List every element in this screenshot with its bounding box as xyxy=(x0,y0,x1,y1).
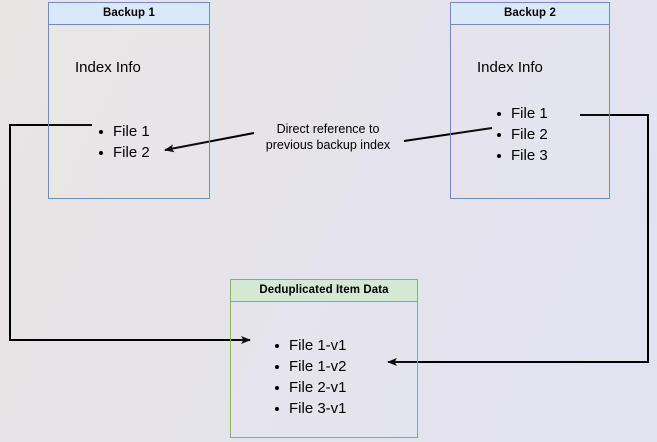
backup-2-box[interactable]: Backup 2 Index Info File 1 File 2 File 3 xyxy=(450,2,610,199)
deduplicated-item-data-body: File 1-v1 File 1-v2 File 2-v1 File 3-v1 xyxy=(231,302,417,437)
list-item: File 2 xyxy=(495,124,548,145)
backup-1-file-list: File 1 File 2 xyxy=(97,121,150,163)
deduplicated-item-data-header: Deduplicated Item Data xyxy=(231,280,417,302)
backup-2-file-list: File 1 File 2 File 3 xyxy=(495,103,548,166)
backup-2-header: Backup 2 xyxy=(451,3,609,25)
backup-1-header: Backup 1 xyxy=(49,3,209,25)
backup-1-index-label: Index Info xyxy=(75,59,141,76)
list-item: File 1-v1 xyxy=(273,335,347,356)
backup-2-index-label: Index Info xyxy=(477,59,543,76)
direct-reference-label: Direct reference to previous backup inde… xyxy=(265,122,391,152)
backup-1-body: Index Info File 1 File 2 xyxy=(49,25,209,198)
backup-2-body: Index Info File 1 File 2 File 3 xyxy=(451,25,609,198)
list-item: File 3 xyxy=(495,145,548,166)
deduplicated-item-data-box[interactable]: Deduplicated Item Data File 1-v1 File 1-… xyxy=(230,279,418,438)
list-item: File 2-v1 xyxy=(273,377,347,398)
list-item: File 1 xyxy=(495,103,548,124)
list-item: File 1-v2 xyxy=(273,356,347,377)
list-item: File 1 xyxy=(97,121,150,142)
list-item: File 2 xyxy=(97,142,150,163)
deduplicated-item-list: File 1-v1 File 1-v2 File 2-v1 File 3-v1 xyxy=(273,335,347,419)
backup-1-box[interactable]: Backup 1 Index Info File 1 File 2 xyxy=(48,2,210,199)
list-item: File 3-v1 xyxy=(273,398,347,419)
